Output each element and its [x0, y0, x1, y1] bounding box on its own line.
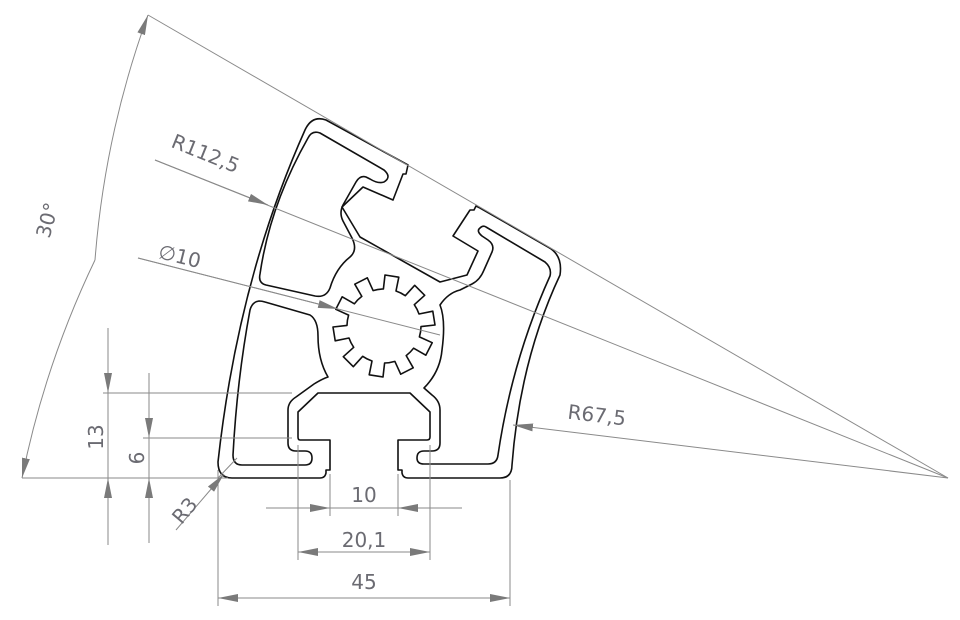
- dimensions: 45 20,1 10 13 6 R3 30°: [21, 14, 949, 606]
- dim-text-r112-5: R112,5: [168, 129, 243, 178]
- dim-text-30-deg: 30°: [31, 200, 63, 240]
- dim-text-13: 13: [84, 424, 108, 449]
- leader-r112-5-arrow: [154, 159, 269, 206]
- dim-text-6: 6: [125, 452, 149, 465]
- leader-r67-5: [512, 423, 949, 479]
- dim-text-r3: R3: [167, 493, 202, 529]
- cavity-top-left: [258, 131, 389, 298]
- angle-arc-top: [94, 14, 149, 261]
- leader-r3: [175, 473, 225, 531]
- angle-arc-bottom: [21, 259, 96, 479]
- dim-text-r67-5: R67,5: [566, 400, 627, 431]
- cavity-lower-left: [232, 300, 329, 466]
- dim-text-10: 10: [351, 483, 376, 507]
- bore-gear-hole: [332, 274, 436, 378]
- cavity-right: [416, 225, 552, 465]
- dim-text-bore-diameter: ∅10: [156, 239, 203, 273]
- dim-text-45: 45: [351, 570, 376, 594]
- leader-bore-arrow: [137, 257, 339, 310]
- leader-r3-tail: [217, 457, 238, 479]
- leader-r112-5: [154, 159, 949, 479]
- dim-text-20-1: 20,1: [342, 528, 387, 552]
- profile: [217, 117, 562, 479]
- angle-ref-line: [147, 14, 949, 479]
- profile-outer-contour: [217, 117, 562, 479]
